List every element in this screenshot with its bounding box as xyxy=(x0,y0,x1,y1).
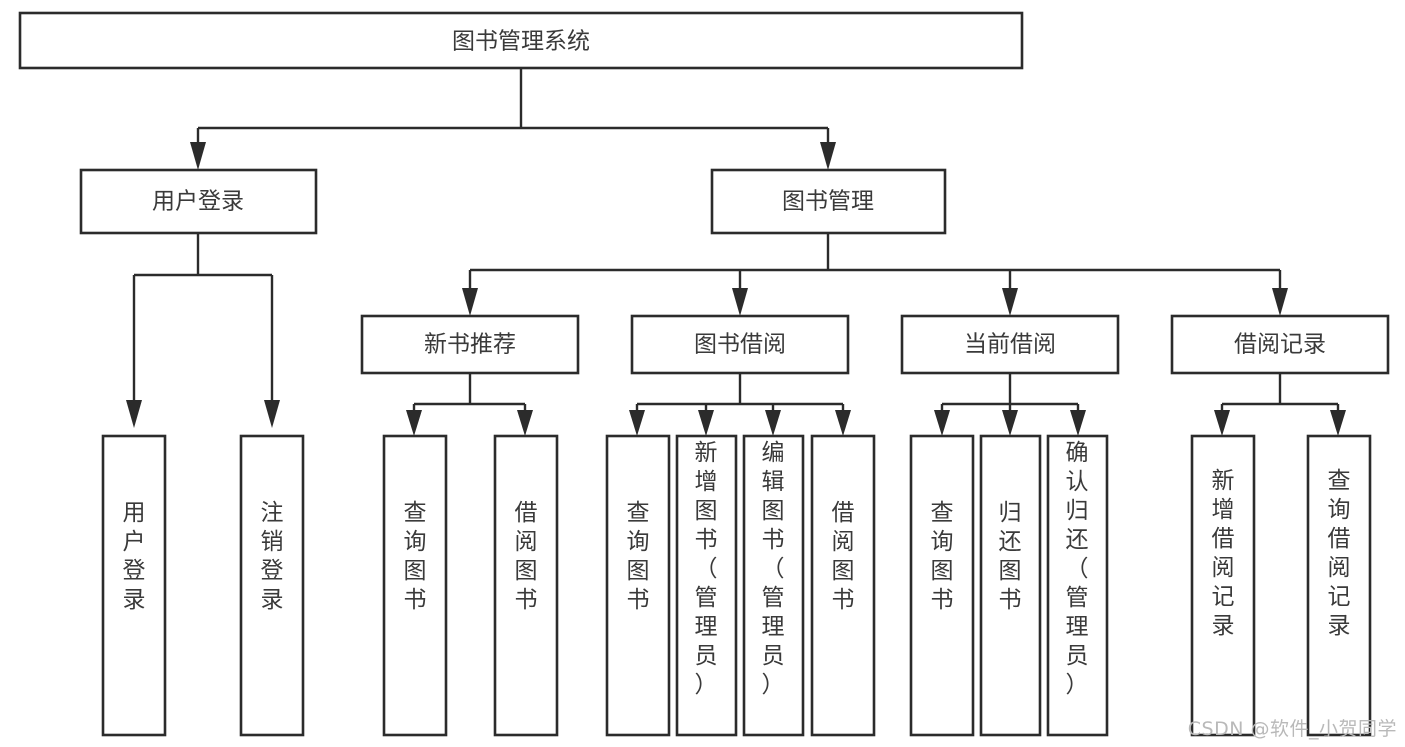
leaf-node-query-record[interactable]: 查询借阅记录 xyxy=(1306,434,1372,737)
leaf-node-logout[interactable]: 注销登录 xyxy=(239,434,305,737)
leaf-label-return-book: 归还图书 xyxy=(999,500,1022,613)
leaf-label-query-record: 查询借阅记录 xyxy=(1328,468,1351,639)
leaf-box-user-login xyxy=(101,434,167,737)
node-label-root: 图书管理系统 xyxy=(452,29,590,55)
node-box-new-book-recommend xyxy=(360,314,580,375)
leaf-box-add-book xyxy=(675,434,738,737)
leaf-box-query-record xyxy=(1306,434,1372,737)
leaf-node-user-login[interactable]: 用户登录 xyxy=(101,434,167,737)
node-label-current-borrow: 当前借阅 xyxy=(964,332,1056,358)
leaf-node-add-record[interactable]: 新增借阅记录 xyxy=(1190,434,1256,737)
node-book-management[interactable]: 图书管理 xyxy=(710,168,947,235)
arrowhead-newbook xyxy=(462,288,478,316)
node-box-root xyxy=(18,11,1024,70)
node-label-user-login: 用户登录 xyxy=(152,189,244,215)
leaf-box-query-book-nb xyxy=(382,434,448,737)
leaf-label-edit-book: 编辑图书（管理员） xyxy=(762,440,785,698)
arrowhead-borrow-leaf-4 xyxy=(835,410,851,436)
arrowhead-newbook-leaf-2 xyxy=(517,410,533,436)
arrowhead-current-leaf-1 xyxy=(934,410,950,436)
leaf-node-return-book[interactable]: 归还图书 xyxy=(979,434,1042,737)
leaf-node-query-book-bb[interactable]: 查询图书 xyxy=(605,434,671,737)
leaf-box-add-record xyxy=(1190,434,1256,737)
arrowhead-current xyxy=(1002,288,1018,316)
leaf-box-logout xyxy=(239,434,305,737)
leaf-label-user-login: 用户登录 xyxy=(123,500,146,613)
arrowhead-current-leaf-3 xyxy=(1070,410,1086,436)
connector-group xyxy=(126,68,1346,436)
leaf-node-confirm-return[interactable]: 确认归还（管理员） xyxy=(1046,434,1109,737)
leaf-box-edit-book xyxy=(742,434,805,737)
leaf-box-query-book-bb xyxy=(605,434,671,737)
arrowhead-leaf-user-login xyxy=(126,400,142,428)
arrowhead-book-mgmt xyxy=(820,142,836,170)
arrowhead-borrow-leaf-3 xyxy=(765,410,781,436)
leaf-label-query-book-bb: 查询图书 xyxy=(627,500,650,613)
node-new-book-recommend[interactable]: 新书推荐 xyxy=(360,314,580,375)
leaf-node-add-book[interactable]: 新增图书（管理员） xyxy=(675,434,738,737)
node-label-book-borrow: 图书借阅 xyxy=(694,332,786,358)
node-book-borrow[interactable]: 图书借阅 xyxy=(630,314,850,375)
leaf-box-confirm-return xyxy=(1046,434,1109,737)
leaf-label-query-book-cb: 查询图书 xyxy=(931,500,954,613)
leaf-label-confirm-return: 确认归还（管理员） xyxy=(1066,440,1089,698)
arrowhead-borrow-leaf-2 xyxy=(698,410,714,436)
leaf-label-logout: 注销登录 xyxy=(261,500,284,613)
leaf-node-edit-book[interactable]: 编辑图书（管理员） xyxy=(742,434,805,737)
leaf-node-borrow-book-bb[interactable]: 借阅图书 xyxy=(810,434,876,737)
leaf-label-add-record: 新增借阅记录 xyxy=(1212,468,1235,639)
node-current-borrow[interactable]: 当前借阅 xyxy=(900,314,1120,375)
leaf-label-add-book: 新增图书（管理员） xyxy=(695,440,718,698)
arrowhead-records xyxy=(1272,288,1288,316)
arrowhead-user-login xyxy=(190,142,206,170)
node-user-login[interactable]: 用户登录 xyxy=(79,168,318,235)
node-label-book-management: 图书管理 xyxy=(782,189,874,215)
leaf-label-borrow-book-bb: 借阅图书 xyxy=(832,500,855,613)
arrowhead-records-leaf-1 xyxy=(1214,410,1230,436)
node-box-book-management xyxy=(710,168,947,235)
arrowhead-records-leaf-2 xyxy=(1330,410,1346,436)
arrowhead-current-leaf-2 xyxy=(1002,410,1018,436)
node-book-management-system[interactable]: 图书管理系统 xyxy=(18,11,1024,70)
arrowhead-borrow-leaf-1 xyxy=(629,410,645,436)
leaf-box-borrow-book-bb xyxy=(810,434,876,737)
node-label-borrow-records: 借阅记录 xyxy=(1234,332,1326,358)
csdn-watermark: CSDN @软件_小贺同学 xyxy=(1187,718,1397,740)
leaf-node-borrow-book-nb[interactable]: 借阅图书 xyxy=(493,434,559,737)
node-label-new-book-recommend: 新书推荐 xyxy=(424,332,516,358)
node-box-borrow-records xyxy=(1170,314,1390,375)
node-box-book-borrow xyxy=(630,314,850,375)
node-box-user-login xyxy=(79,168,318,235)
leaf-label-borrow-book-nb: 借阅图书 xyxy=(515,500,538,613)
leaf-node-query-book-cb[interactable]: 查询图书 xyxy=(909,434,975,737)
node-box-current-borrow xyxy=(900,314,1120,375)
arrowhead-newbook-leaf-1 xyxy=(406,410,422,436)
arrowhead-borrow xyxy=(732,288,748,316)
leaf-box-borrow-book-nb xyxy=(493,434,559,737)
leaf-box-query-book-cb xyxy=(909,434,975,737)
leaf-label-query-book-nb: 查询图书 xyxy=(404,500,427,613)
leaf-box-return-book xyxy=(979,434,1042,737)
leaf-node-query-book-nb[interactable]: 查询图书 xyxy=(382,434,448,737)
node-borrow-records[interactable]: 借阅记录 xyxy=(1170,314,1390,375)
arrowhead-leaf-logout xyxy=(264,400,280,428)
